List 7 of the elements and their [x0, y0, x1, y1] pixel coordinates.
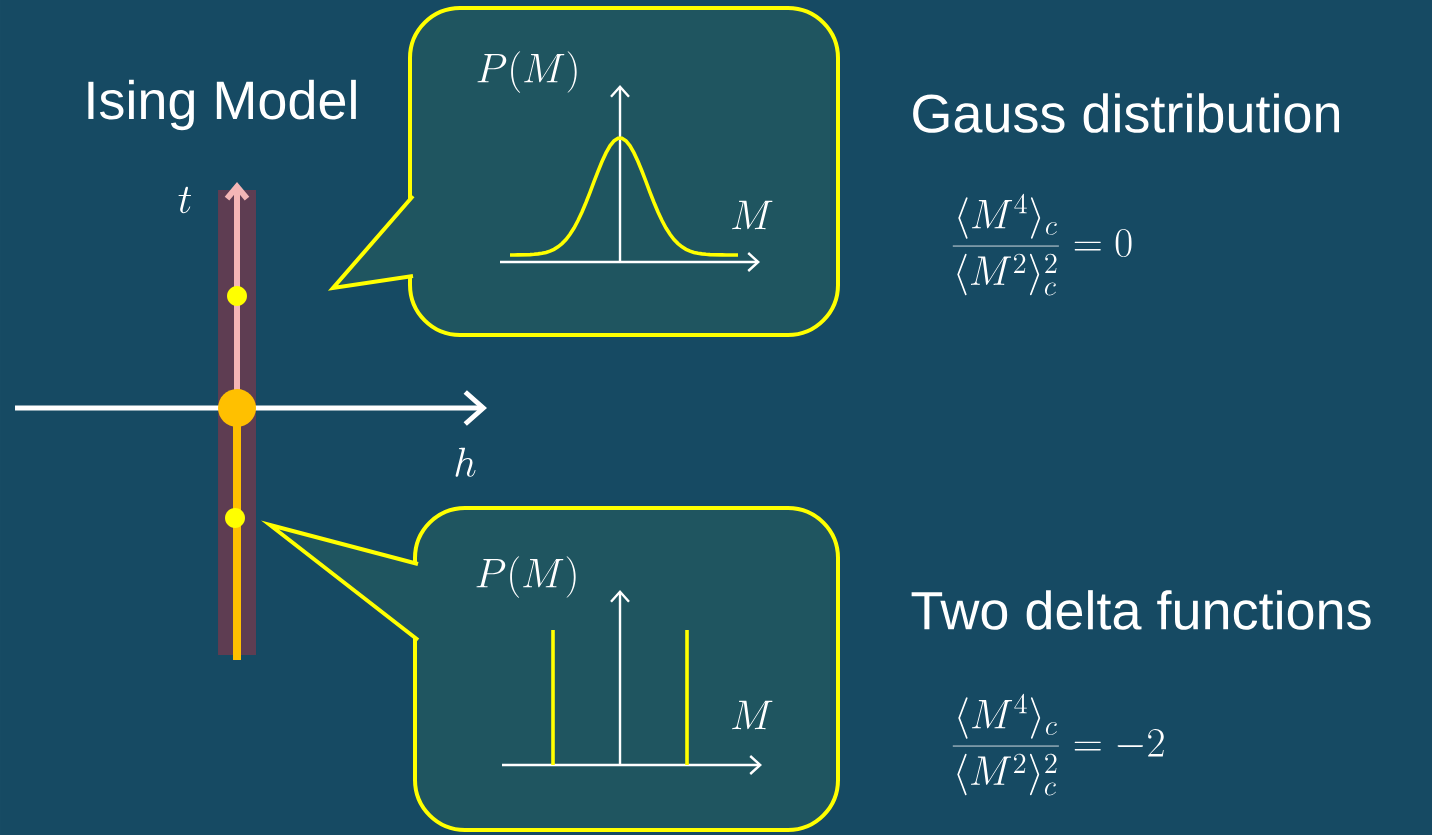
heading-text: Ising Model [88, 79, 356, 131]
heading-text: Gauss distribution [913, 93, 1339, 133]
formula: $\frac{\langle M^4\rangle_c}{\langle M^2\rangle_c^2}=-2$ [952, 693, 1164, 796]
heading-text: Two delta functions [911, 590, 1371, 630]
formula: $\frac{\langle M^4\rangle_c}{\langle M^2\rangle_c^2}=0$ [952, 193, 1132, 296]
axis-label: $t$ [178, 186, 192, 214]
axis-label: $h$ [455, 447, 476, 477]
